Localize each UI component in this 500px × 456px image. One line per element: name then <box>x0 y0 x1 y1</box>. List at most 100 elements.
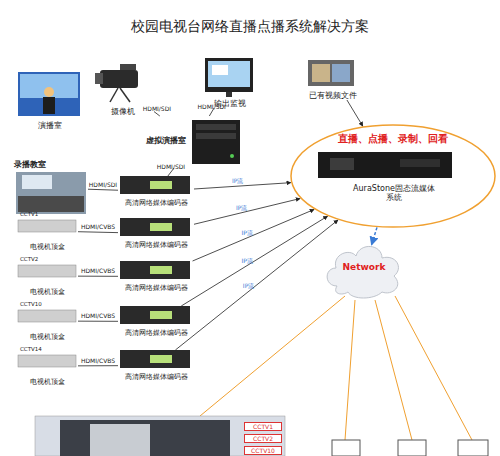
encoder-box <box>120 306 190 324</box>
channel-name: CCTV2 <box>20 256 38 262</box>
studio-photo <box>18 72 80 116</box>
classroom: 录播教室 <box>14 160 88 216</box>
presenter-body <box>43 97 55 114</box>
server-panel <box>400 159 440 167</box>
distribution-line <box>200 296 345 416</box>
device-label: 电视机顶盒 <box>10 378 84 386</box>
encoder-display <box>150 266 172 274</box>
encoder-display <box>150 181 172 189</box>
set-top-box: CCTV14电视机顶盒 <box>16 346 78 386</box>
set-top-box <box>18 220 76 232</box>
monitor-window <box>212 65 228 75</box>
studio-screen <box>20 74 78 98</box>
encoder-display <box>150 223 172 231</box>
cloud-shape <box>327 246 398 298</box>
client-devices <box>332 440 488 456</box>
channel-tag: CCTV10 <box>244 446 282 455</box>
encoder-display <box>150 355 172 363</box>
set-top-box <box>18 265 76 277</box>
encoder-box <box>120 261 190 279</box>
camera-lens <box>95 73 103 84</box>
encoder-label: 高清网络媒体编码器 <box>112 330 200 337</box>
encoder: 高清网络媒体编码器 <box>118 261 194 292</box>
node-label: 已有视频文件 <box>288 91 378 100</box>
studio-backdrop <box>18 72 80 116</box>
distribution-line <box>345 300 355 440</box>
distribution-line <box>395 296 472 440</box>
set-top-box: CCTV1电视机顶盒 <box>16 211 78 251</box>
system-name: AuraStone固态流媒体系统 <box>352 184 436 202</box>
film-strip <box>308 60 354 86</box>
streaming-system: 直播、点播、录制、回看 AuraStone固态流媒体系统 <box>290 124 496 228</box>
server-front <box>318 152 452 178</box>
edge-label: IP流 <box>231 178 244 184</box>
encoder-box <box>120 218 190 236</box>
encoder: 高清网络媒体编码器 <box>118 350 194 381</box>
encoder-label: 高清网络媒体编码器 <box>112 242 200 249</box>
streaming-server <box>318 152 452 178</box>
channel-name: CCTV14 <box>20 346 42 352</box>
set-top-box <box>18 310 76 322</box>
dashed-arrow <box>372 227 377 244</box>
set-top-box: CCTV10电视机顶盒 <box>16 301 78 341</box>
cable-line <box>78 231 118 233</box>
distribution-line <box>375 300 412 440</box>
video-file-icon <box>308 60 354 86</box>
channel-name: CCTV1 <box>20 211 38 217</box>
encoder: 高清网络媒体编码器 <box>118 176 194 207</box>
monitor-stand <box>226 92 232 97</box>
edge-label: IP流 <box>241 230 254 236</box>
device-label: 电视机顶盒 <box>10 333 84 341</box>
camera-handle <box>120 64 136 70</box>
edge-label: HDMI/CVBS <box>80 358 116 364</box>
studio: 演播室 <box>18 70 82 130</box>
edge-label: HDMI/CVBS <box>80 224 116 230</box>
set-top-box <box>18 355 76 367</box>
cable-line <box>78 321 118 322</box>
edge-label: IP流 <box>235 205 248 211</box>
monitor-frame <box>205 58 253 92</box>
video-files: 已有视频文件 <box>300 54 366 100</box>
presenter-head <box>44 87 54 97</box>
virtual-studio-server <box>192 120 240 164</box>
film-frame <box>312 64 330 82</box>
client-screenshot <box>35 416 285 456</box>
server-panel <box>330 158 354 170</box>
stream-arrow <box>175 220 338 350</box>
server-bay <box>196 133 236 139</box>
feature-heading: 直播、点播、录制、回看 <box>290 133 496 145</box>
monitor-screen <box>208 61 250 87</box>
edge-label: HDMI/SDI <box>142 106 172 112</box>
edge-label: IP流 <box>242 283 255 289</box>
client-device <box>398 440 426 456</box>
stream-arrow <box>347 100 363 126</box>
encoder: 高清网络媒体编码器 <box>118 306 194 337</box>
encoder-display <box>150 311 172 319</box>
encoder-box <box>120 350 190 368</box>
film-frame <box>332 64 350 82</box>
edge-label: HDMI/CVBS <box>80 268 116 274</box>
screenshot-video <box>60 420 230 456</box>
virtual-studio: 虚拟演播室 <box>146 116 242 168</box>
edge-label: HDMI/SDI <box>88 182 118 188</box>
node-label: Network <box>322 262 406 272</box>
cable-line <box>78 365 118 366</box>
cable-line <box>78 276 118 277</box>
cable-line <box>154 112 160 116</box>
encoder: 高清网络媒体编码器 <box>118 218 194 249</box>
client-device <box>332 440 360 456</box>
edge-label: IP流 <box>240 258 253 264</box>
cable-line <box>88 189 118 190</box>
tripod-leg <box>110 88 118 102</box>
screenshot-figure <box>90 424 150 456</box>
stream-arrow <box>194 199 300 225</box>
encoder-label: 高清网络媒体编码器 <box>112 374 200 381</box>
classroom-board <box>22 175 52 189</box>
set-top-box: CCTV2电视机顶盒 <box>16 256 78 296</box>
tripod-leg <box>120 88 130 102</box>
node-label: 演播室 <box>6 121 94 130</box>
diagram-title: 校园电视台网络直播点播系统解决方案 <box>0 18 500 36</box>
